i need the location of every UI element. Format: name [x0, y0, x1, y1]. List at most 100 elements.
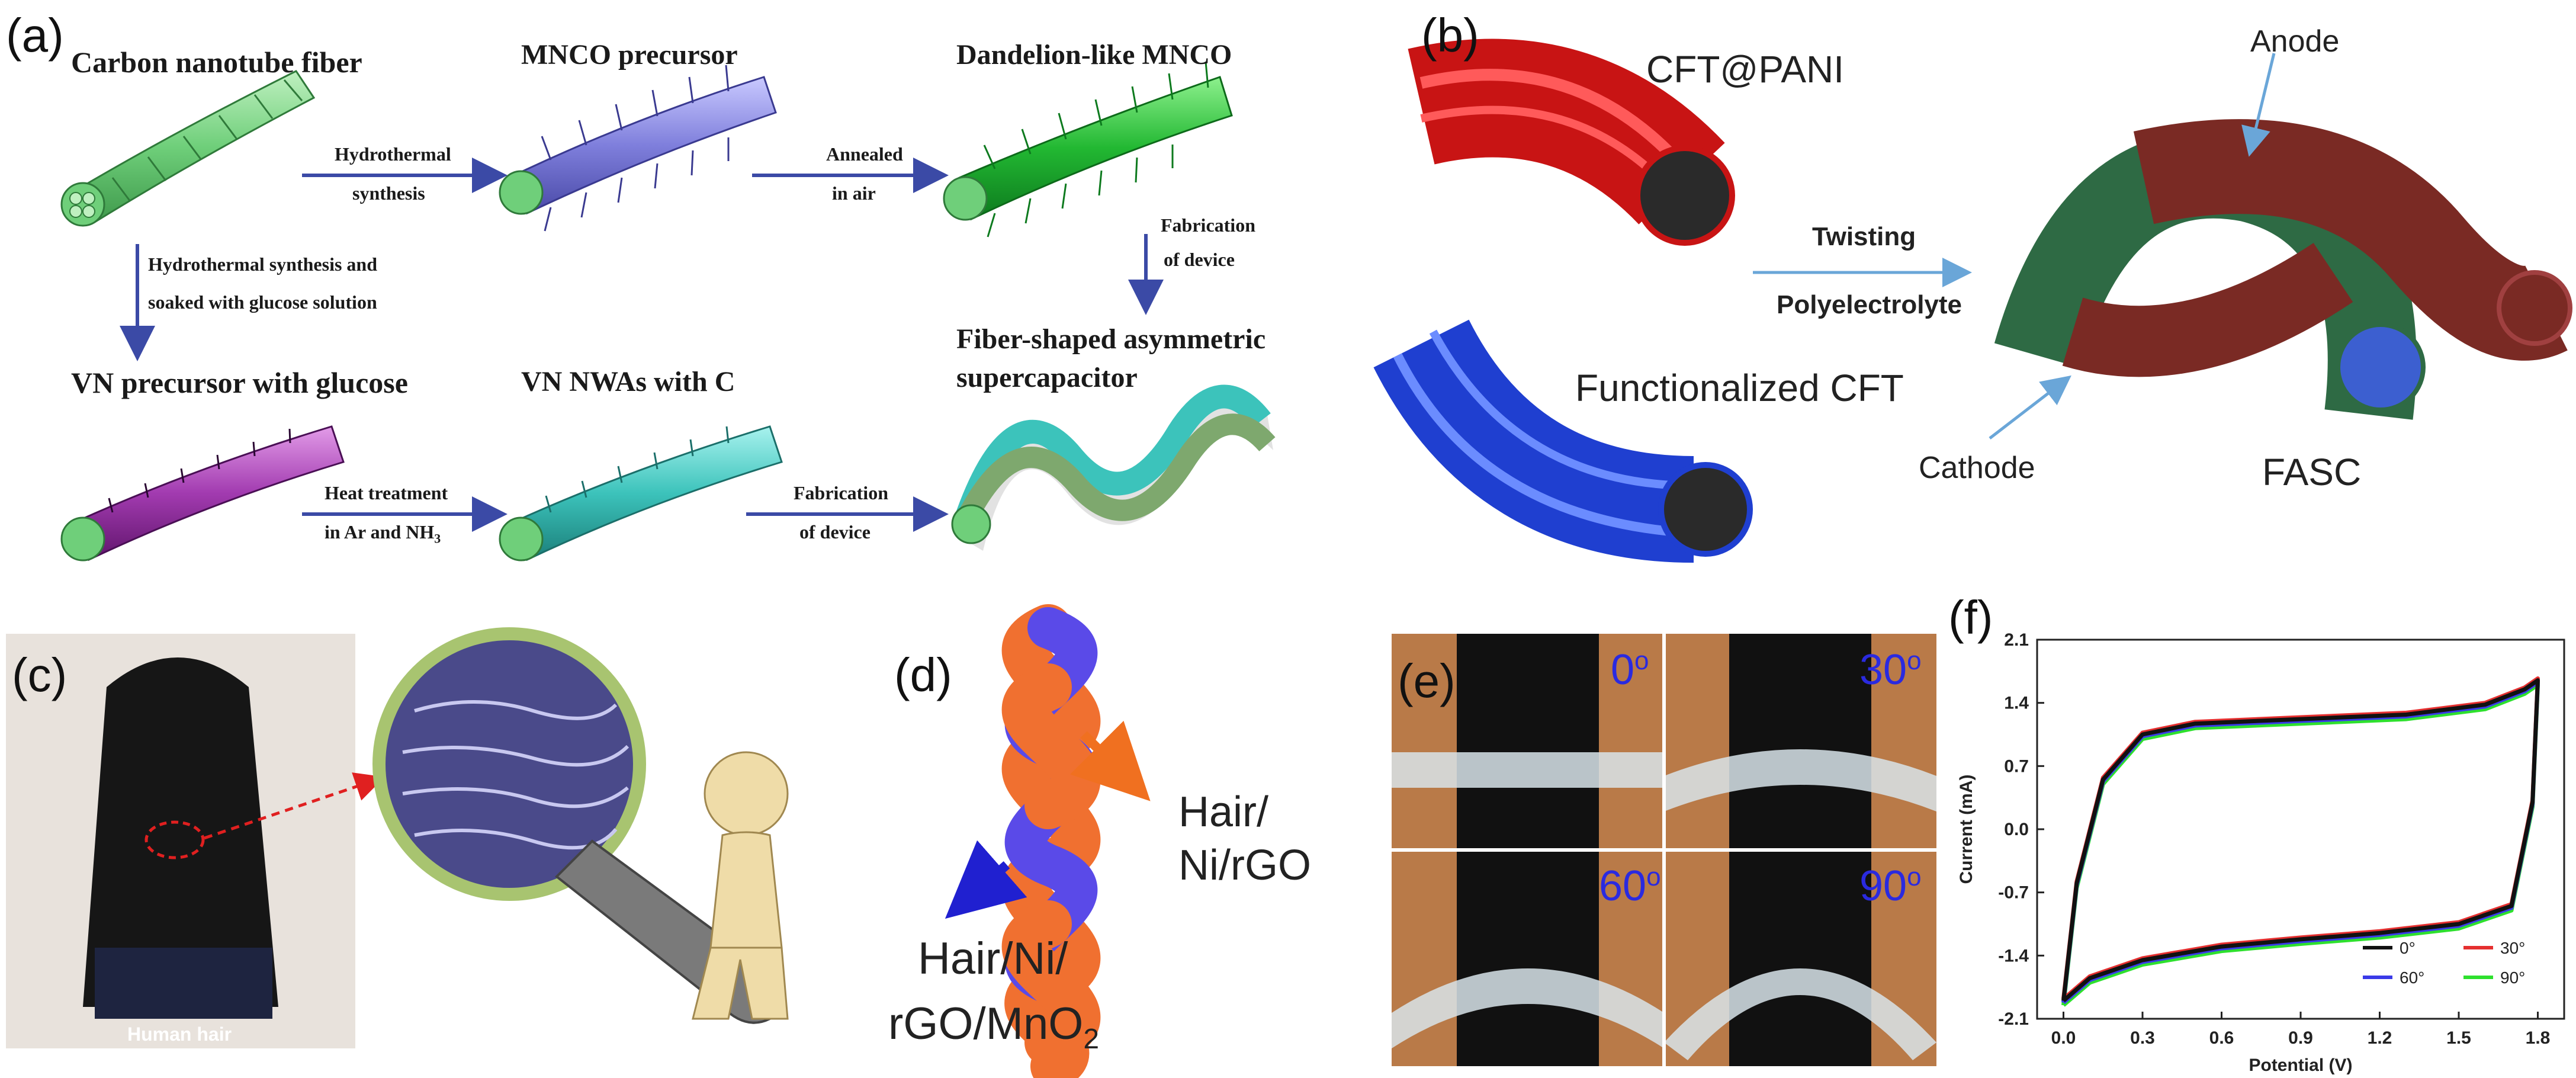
step-hydrothermal-1: Hydrothermal	[335, 143, 451, 165]
x-tick-label: 0.6	[2209, 1028, 2234, 1048]
figure-person-icon	[692, 751, 789, 1020]
panel-b-illustration	[1373, 38, 2572, 563]
y-tick-label: 0.0	[2004, 820, 2029, 839]
cv-chart: (f) 0.0 0.3 0.6 0.9 1.2 1.5 1.8 2.1 1.4 0.7 0.0 -0.7…	[1948, 592, 2565, 1075]
panel-c-label: (c)	[12, 649, 68, 701]
bend-photo-60	[1392, 850, 1664, 1066]
carbon-fiber-drawing	[60, 70, 316, 227]
step-fabrication-2a: Fabrication	[794, 482, 888, 503]
y-axis-label: Current (mA)	[1957, 775, 1976, 884]
hair-ni-rgo-line1: Hair/	[1178, 788, 1269, 836]
y-tick-label: 0.7	[2004, 756, 2029, 776]
legend-label-2: 60°	[2400, 968, 2424, 987]
arrow-hair-ni-rgo-mno2	[945, 840, 1027, 919]
x-axis-label: Potential (V)	[2249, 1055, 2352, 1075]
panel-c-illustration	[6, 627, 789, 1048]
hair-ni-rgo-line2: Ni/rGO	[1178, 842, 1311, 889]
panel-a: (a) Carbon nanotube fiber MNCO precursor…	[0, 0, 1326, 592]
arrow-cathode	[1989, 375, 2071, 439]
fasc-title-1: Fiber-shaped asymmetric	[956, 323, 1266, 355]
mno2-subscript: 2	[1083, 1024, 1100, 1055]
hair-photo	[83, 657, 278, 1007]
angle-degree-90: o	[1907, 862, 1922, 891]
functionalized-cft-fiber	[1373, 319, 1753, 563]
panel-c: (c) Human hair	[0, 592, 888, 1078]
panel-a-arrows	[120, 158, 1164, 532]
bend-photo-90	[1664, 850, 1936, 1066]
y-tick-label: 1.4	[2004, 694, 2029, 713]
x-tick-label: 1.5	[2446, 1028, 2471, 1048]
bend-photo-30	[1664, 634, 1936, 850]
vn-nwas-drawing	[499, 425, 783, 562]
arrow-anode	[2241, 53, 2276, 157]
arrow-hair-ni-rgo	[1069, 720, 1151, 801]
panel-d-illustration	[945, 604, 1151, 1078]
fasc-label: FASC	[2262, 451, 2362, 493]
vn-nwas-title: VN NWAs with C	[521, 366, 735, 397]
angle-label-0: 0o	[1611, 646, 1649, 694]
legend-label-0: 0°	[2400, 939, 2416, 957]
angle-degree-0: o	[1634, 646, 1649, 675]
step-heat-2-wrap: in Ar and NH3	[325, 521, 441, 546]
step-heat-2: in Ar and NH	[325, 521, 435, 543]
panel-b-label: (b)	[1421, 9, 1479, 62]
angle-label-30: 30o	[1859, 646, 1922, 694]
vn-precursor-drawing	[60, 425, 345, 562]
angle-degree-60: o	[1646, 862, 1661, 891]
panel-b: (b) CFT@PANI Functionalized CFT Twisting…	[1326, 0, 2576, 592]
step-glucose-1: Hydrothermal synthesis and	[148, 254, 378, 275]
magnifier-icon	[372, 627, 783, 1024]
panel-e-label: (e)	[1398, 654, 1456, 707]
y-tick-label: -0.7	[1998, 883, 2029, 903]
step-anneal-2: in air	[832, 182, 876, 204]
cv-curve-2	[2061, 680, 2540, 1005]
step-fabrication-1a: Fabrication	[1161, 214, 1255, 236]
panel-a-label: (a)	[6, 9, 64, 62]
panel-f-label: (f)	[1948, 592, 1993, 644]
panel-f: (f) 0.0 0.3 0.6 0.9 1.2 1.5 1.8 2.1 1.4 0.7 0.0 -0.7…	[1936, 592, 2576, 1078]
fasc-title-2: supercapacitor	[956, 362, 1138, 393]
step-anneal-1: Annealed	[826, 143, 903, 165]
dandelion-mnco-drawing	[943, 61, 1233, 238]
angle-value-60: 60	[1599, 862, 1647, 910]
polyelectrolyte-label: Polyelectrolyte	[1777, 290, 1962, 319]
step-glucose-2: soaked with glucose solution	[148, 291, 377, 313]
vn-precursor-title: VN precursor with glucose	[71, 366, 408, 399]
panel-e-photos	[1392, 634, 1936, 1066]
x-tick-label: 0.3	[2130, 1028, 2155, 1048]
step-heat-2-subscript: 3	[434, 531, 441, 546]
cft-pani-label: CFT@PANI	[1646, 48, 1844, 91]
x-tick-label: 0.0	[2051, 1028, 2076, 1048]
human-hair-label: Human hair	[127, 1024, 232, 1045]
cv-curve-0	[2061, 678, 2540, 1003]
x-tick-label: 0.9	[2288, 1028, 2313, 1048]
angle-degree-30: o	[1907, 646, 1922, 675]
panel-d-label: (d)	[894, 649, 952, 701]
angle-value-90: 90	[1859, 862, 1907, 910]
step-heat-1: Heat treatment	[325, 482, 448, 503]
plot-frame	[2036, 639, 2565, 1020]
step-fabrication-2b: of device	[799, 521, 871, 543]
fasc-twisted-fibers	[1994, 119, 2572, 420]
angle-value-30: 30	[1859, 646, 1907, 694]
step-hydrothermal-2: synthesis	[352, 182, 425, 204]
carbon-fiber-title: Carbon nanotube fiber	[71, 46, 362, 79]
anode-label: Anode	[2250, 24, 2340, 59]
y-tick-label: -2.1	[1998, 1009, 2029, 1029]
bend-photo-0	[1392, 634, 1664, 850]
legend-label-3: 90°	[2500, 968, 2525, 987]
legend-label-1: 30°	[2500, 939, 2525, 957]
mnco-precursor-drawing	[499, 65, 777, 232]
hair-ni-rgo-mno2-line2: rGO/MnO	[888, 999, 1084, 1049]
panel-e: (e) 0o 30o 60o 90o	[1392, 634, 1936, 1066]
y-tick-label: 2.1	[2004, 630, 2029, 650]
zoom-arrow	[204, 772, 385, 840]
panel-a-illustration	[60, 61, 1276, 562]
step-fabrication-1b: of device	[1164, 249, 1235, 270]
mnco-precursor-title: MNCO precursor	[521, 39, 738, 70]
twisting-label: Twisting	[1812, 222, 1916, 251]
cv-curve-3	[2061, 682, 2540, 1007]
x-tick-label: 1.8	[2526, 1028, 2551, 1048]
angle-value-0: 0	[1611, 646, 1635, 694]
x-tick-label: 1.2	[2368, 1028, 2392, 1048]
